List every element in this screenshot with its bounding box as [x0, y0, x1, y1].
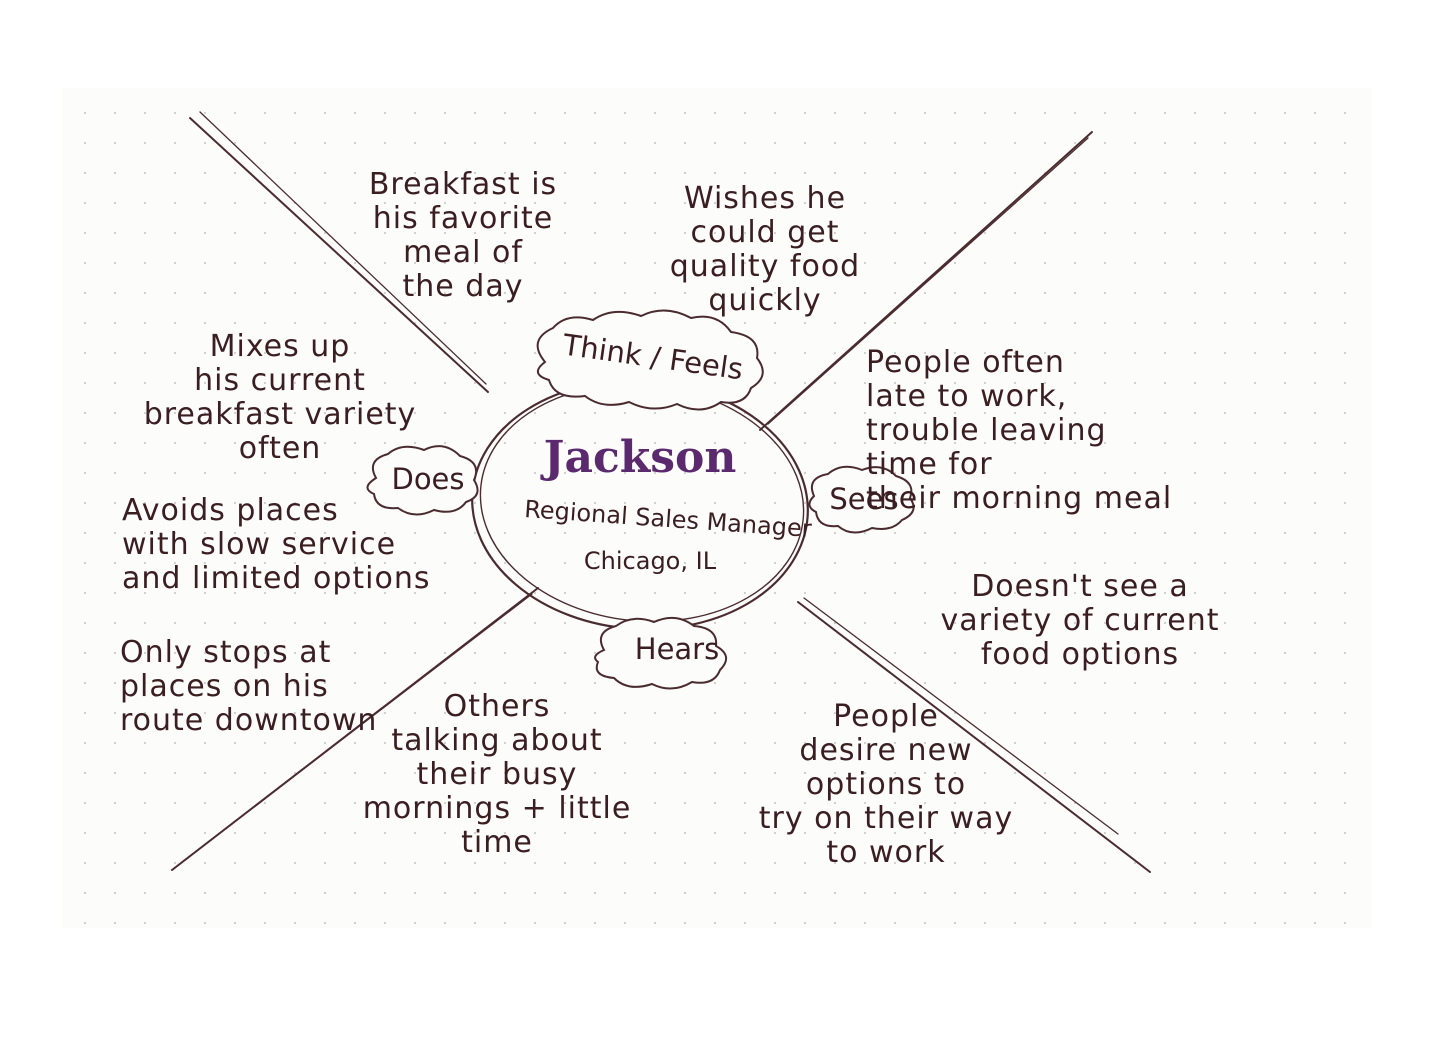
- label-hears: Hears: [634, 632, 720, 666]
- note-sees-2: Doesn't see a variety of current food op…: [940, 569, 1220, 672]
- diagonal-upper-right: [759, 131, 1093, 431]
- persona-name: Jackson: [543, 432, 737, 483]
- note-think-feels-2: Wishes he could get quality food quickly: [669, 181, 861, 318]
- persona-location: Chicago, IL: [583, 547, 717, 575]
- dot-grid-paper: [62, 88, 1372, 928]
- note-think-feels-1: Breakfast is his favorite meal of the da…: [368, 167, 558, 304]
- cloud-hears: [594, 616, 727, 690]
- note-sees-1: People often late to work, trouble leavi…: [866, 345, 1173, 516]
- cloud-sees: [808, 465, 915, 534]
- note-does-1: Mixes up his current breakfast variety o…: [143, 329, 417, 466]
- note-does-2: Avoids places with slow service and limi…: [122, 493, 431, 596]
- diagonal-lower-right: [797, 601, 1151, 873]
- cloud-think-feels: [536, 309, 764, 411]
- cloud-does: [366, 445, 479, 516]
- diagonal-upper-left: [189, 117, 489, 393]
- label-does: Does: [391, 462, 465, 496]
- note-hears-2: People desire new options to try on thei…: [758, 699, 1014, 870]
- label-sees: Sees: [829, 482, 899, 516]
- note-hears-1: Others talking about their busy mornings…: [362, 689, 632, 860]
- note-does-3: Only stops at places on his route downto…: [120, 635, 378, 738]
